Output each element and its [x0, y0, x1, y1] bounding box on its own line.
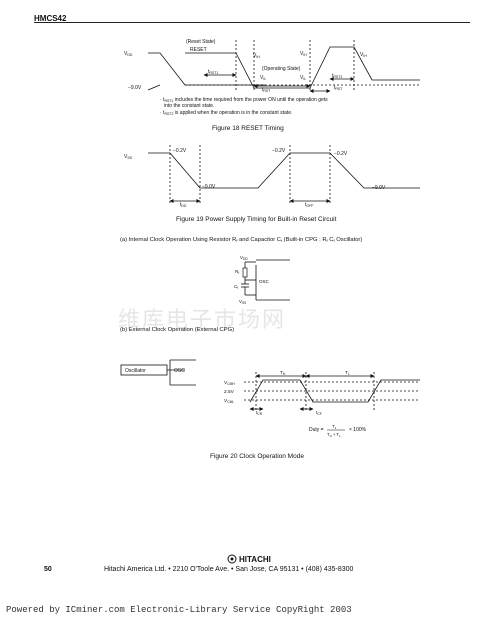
- fig20-b-duty-mult: × 100%: [349, 427, 367, 433]
- fig18-note1: · tRST1 includes the time required from …: [160, 97, 328, 103]
- fig19-minus02-b: −0.2V: [272, 148, 286, 154]
- fig20-b-osc-label: OSC: [174, 368, 185, 374]
- fig18-caption: Figure 18 RESET Timing: [212, 125, 284, 132]
- fig18-trst2-label: tRST2: [332, 73, 342, 79]
- fig18-trst-b-label: tRST: [334, 85, 343, 91]
- fig20-b-circuit: [120, 359, 196, 386]
- fig18-minus9-label: −9.0V: [128, 85, 142, 91]
- fig18-note1-cont: into the constant state.: [164, 103, 214, 109]
- fig19-tdd-label: tDD: [180, 202, 187, 208]
- fig19-minus90-b: −9.0V: [372, 185, 386, 191]
- footer-address: Hitachi America Ltd. • 2210 O'Toole Ave.…: [104, 566, 354, 573]
- fig20-a-vdd-label: VDD: [240, 255, 248, 261]
- fig18-vil2-label: VIL: [300, 75, 306, 81]
- fig19-diagram: [148, 145, 420, 205]
- fig18-trst-label: tRST: [262, 87, 271, 93]
- fig20-b-tcf-label: tCF: [316, 410, 322, 416]
- fig20-a-circuit: [241, 259, 290, 301]
- footer-page-number: 50: [44, 566, 52, 573]
- fig20-b-duty-formula: Duty = T1 TH + TL × 100%: [309, 424, 367, 438]
- fig19-minus02-a: −0.2V: [173, 148, 187, 154]
- fig20-a-rf-label: Rf: [235, 269, 239, 275]
- fig20-b-duty-label: Duty =: [309, 427, 324, 433]
- fig20-b-th-label: TH: [280, 370, 286, 376]
- fig20-b-duty-den: TH + TL: [327, 432, 341, 438]
- fig19-toff-label: tOFF: [305, 202, 313, 208]
- fig18-operating-state-label: (Operating State): [262, 66, 301, 72]
- fig20-b-duty-num: T1: [332, 424, 337, 430]
- header-part-number: HMCS42: [34, 14, 67, 23]
- fig20-a-label: (a) Internal Clock Operation Using Resis…: [120, 237, 362, 243]
- fig18-trst1-label: tRST1: [208, 69, 218, 75]
- fig19-vss-label: VSS: [124, 154, 133, 160]
- fig20-b-vcmh-label: VCMH: [224, 380, 235, 386]
- hitachi-logo-text: HITACHI: [239, 555, 271, 564]
- powered-by-line: Powered by ICminer.com Electronic-Librar…: [6, 605, 352, 615]
- header-rule: [34, 22, 470, 23]
- fig20-b-tl-label: TL: [345, 370, 350, 376]
- fig18-note2: · tRST2 is applied when the operation is…: [160, 110, 292, 116]
- fig18-diagram: [147, 40, 420, 93]
- fig18-vil1-label: VIL: [260, 75, 266, 81]
- hitachi-logo: HITACHI: [227, 554, 271, 564]
- fig18-vih-right-label: VIH: [360, 52, 367, 58]
- hitachi-logo-icon: [227, 554, 237, 564]
- fig18-reset-label: RESET: [190, 47, 207, 53]
- fig20-b-tcr-label: tCR: [256, 410, 263, 416]
- fig18-reset-state-label: (Reset State): [186, 39, 216, 45]
- fig20-b-oscillator-label: Oscillator: [125, 368, 146, 374]
- fig18-vdd-waveform: [148, 52, 265, 86]
- fig19-minus90-a: −9.0V: [202, 184, 216, 190]
- fig20-b-waveform: [244, 372, 420, 412]
- fig20-b-2-5v-label: 2.5V: [224, 389, 235, 395]
- fig19-waveform: [148, 152, 420, 189]
- fig20-b-label: (b) External Clock Operation (External C…: [120, 327, 234, 333]
- fig19-caption: Figure 19 Power Supply Timing for Built-…: [176, 216, 337, 223]
- fig20-a-vss-label: VSS: [239, 299, 246, 305]
- fig20-caption: Figure 20 Clock Operation Mode: [210, 453, 304, 460]
- fig19-minus02-c: −0.2V: [334, 151, 348, 157]
- fig20-a-cf-label: Cf: [234, 284, 238, 290]
- fig20-a-osc-label: OSC: [259, 279, 270, 284]
- fig18-vdd-label: VDD: [124, 51, 133, 57]
- fig18-vih-mid-label: VIH: [300, 51, 307, 57]
- fig18-vih-left-label: VIH: [253, 53, 260, 59]
- fig20-b-vcml-label: VCML: [224, 398, 234, 404]
- fig18-reset-waveform: [185, 46, 420, 89]
- watermark-text: 维库电子市场网: [118, 308, 287, 333]
